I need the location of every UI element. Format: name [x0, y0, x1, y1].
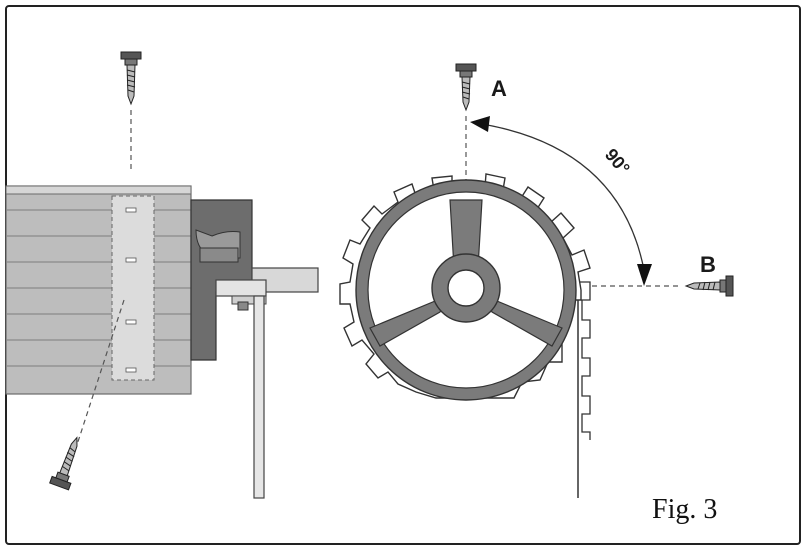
- label-a: A: [491, 76, 507, 101]
- figure-caption: Fig. 3: [652, 494, 717, 525]
- screw-b-icon: [684, 275, 734, 297]
- mounting-plate: [111, 195, 155, 381]
- shutter-strap: [577, 264, 591, 498]
- screw-icon: [120, 51, 142, 106]
- angle-label: 90°: [601, 145, 634, 179]
- arrow-head-icon: [470, 116, 490, 132]
- screw-a-icon: [455, 63, 477, 112]
- roller-shutter-slats: [5, 185, 192, 395]
- label-b: B: [700, 252, 716, 277]
- rotation-arc: [481, 123, 645, 271]
- arrow-head-icon: [637, 264, 652, 286]
- screw-icon: [49, 436, 78, 491]
- axle-and-bracket: [215, 267, 319, 499]
- drive-wheel: [339, 173, 591, 401]
